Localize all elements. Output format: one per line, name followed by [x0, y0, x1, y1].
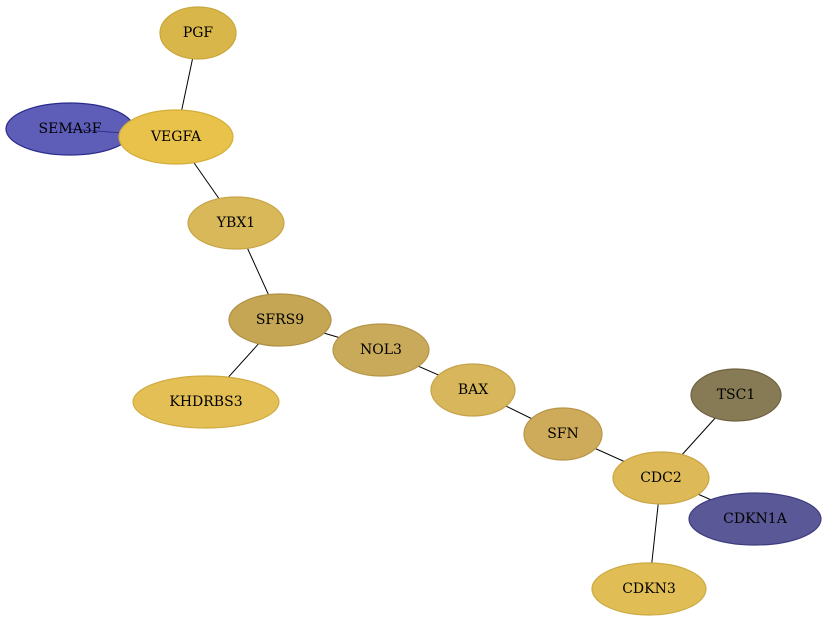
node-khdrbs3: KHDRBS3 [132, 375, 280, 429]
node-ybx1: YBX1 [187, 196, 285, 250]
node-ellipse-cdkn3 [591, 562, 707, 616]
node-cdkn1a: CDKN1A [688, 492, 822, 546]
node-ellipse-khdrbs3 [132, 375, 280, 429]
node-sfrs9: SFRS9 [228, 293, 332, 347]
node-cdc2: CDC2 [612, 451, 710, 505]
node-ellipse-bax [430, 363, 516, 417]
node-ellipse-cdc2 [612, 451, 710, 505]
node-sfn: SFN [523, 407, 603, 461]
node-ellipse-nol3 [332, 323, 430, 377]
node-cdkn3: CDKN3 [591, 562, 707, 616]
node-ellipse-tsc1 [690, 368, 782, 422]
node-nol3: NOL3 [332, 323, 430, 377]
node-ellipse-sfrs9 [228, 293, 332, 347]
node-ellipse-sema3f [5, 102, 135, 156]
node-ellipse-ybx1 [187, 196, 285, 250]
node-vegfa: VEGFA [118, 109, 234, 165]
node-ellipse-cdkn1a [688, 492, 822, 546]
node-ellipse-sfn [523, 407, 603, 461]
node-bax: BAX [430, 363, 516, 417]
node-ellipse-vegfa [118, 109, 234, 165]
node-sema3f: SEMA3F [5, 102, 135, 156]
node-tsc1: TSC1 [690, 368, 782, 422]
node-ellipse-pgf [159, 6, 237, 60]
node-pgf: PGF [159, 6, 237, 60]
